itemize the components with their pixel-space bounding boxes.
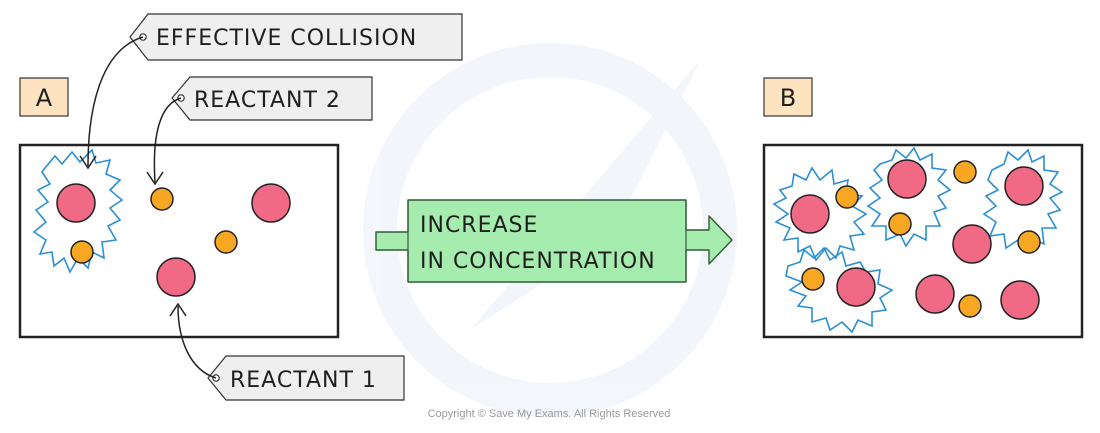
- reactant-1-particle: [56, 183, 96, 223]
- pointer-head: [146, 171, 164, 186]
- tag-effective-collision: EFFECTIVE COLLISION: [129, 13, 463, 61]
- reactant-1-label: REACTANT 1: [230, 368, 377, 393]
- copyright-notice: Copyright © Save My Exams. All Rights Re…: [428, 408, 671, 420]
- collision-outline-b: [982, 148, 1064, 254]
- panel-b-label-bg: [763, 77, 813, 117]
- reactant-1-particle: [1004, 166, 1044, 206]
- pointer-head: [79, 155, 97, 170]
- increase-concentration-arrow: INCREASE IN CONCENTRATION: [375, 199, 733, 283]
- arrow-label-line1: INCREASE: [420, 213, 538, 238]
- collision-outline-b: [866, 146, 952, 248]
- panel-b-label: B: [780, 84, 796, 112]
- reactant-2-particle: [835, 185, 859, 209]
- tag-reactant-1: REACTANT 1: [207, 355, 405, 401]
- reactant-2-particle: [958, 294, 982, 318]
- reactant-2-particle: [70, 240, 94, 264]
- panel-a-label: A: [36, 84, 53, 112]
- reactant-1-particle: [790, 194, 830, 234]
- reactant-1-particle: [156, 257, 196, 297]
- pointer-reactant-2: [153, 97, 182, 183]
- pointer-reactant-1: [177, 305, 217, 379]
- panel-a-label-bg: [19, 77, 69, 117]
- reactant-2-particle: [888, 212, 912, 236]
- reactant-1-particle: [1000, 280, 1040, 320]
- reactant-2-label: REACTANT 2: [194, 88, 341, 113]
- reactant-1-particle: [251, 183, 291, 223]
- reactant-1-particle: [952, 224, 992, 264]
- container-a: [18, 143, 340, 339]
- pointer-effective-collision: [87, 36, 144, 167]
- reactant-1-particle: [887, 159, 927, 199]
- reactant-2-particle: [214, 230, 238, 254]
- collision-outline-b: [785, 246, 894, 334]
- reactant-1-particle: [915, 274, 955, 314]
- reactant-2-particle: [150, 187, 174, 211]
- reactant-2-particle: [1017, 230, 1041, 254]
- collision-outline-b: [772, 166, 868, 262]
- effective-collision-label: EFFECTIVE COLLISION: [156, 26, 417, 51]
- tag-reactant-2: REACTANT 2: [171, 76, 373, 121]
- reactant-1-particle: [836, 267, 876, 307]
- reactant-2-particle: [953, 160, 977, 184]
- pointer-head: [169, 302, 187, 317]
- arrow-label-line2: IN CONCENTRATION: [420, 249, 656, 274]
- reactant-2-particle: [801, 267, 825, 291]
